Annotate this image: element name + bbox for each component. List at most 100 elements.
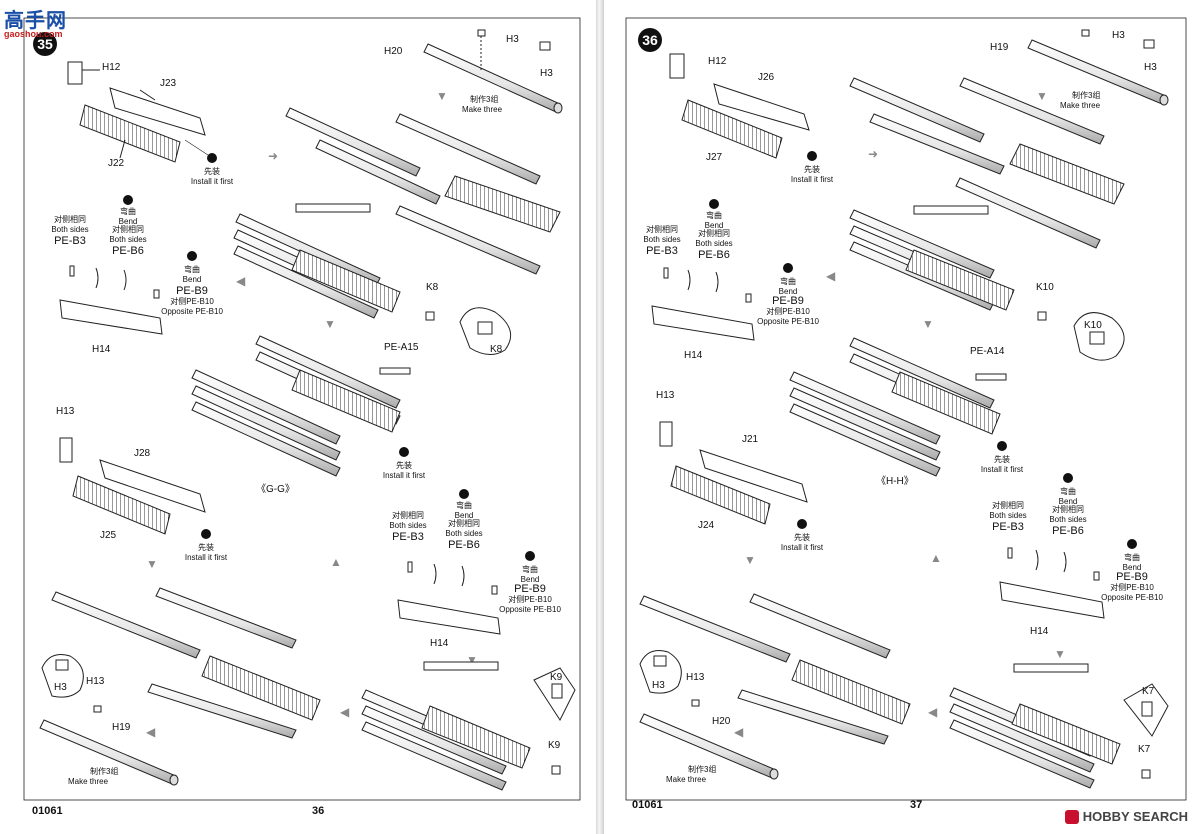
make-three-en-2: Make three [666, 775, 707, 784]
arrow-down-3: ▼ [146, 557, 158, 571]
label-pe-b9-2: PE-B9 [514, 583, 546, 595]
label-h3-c: H3 [54, 682, 67, 693]
page-number-right: 37 [910, 799, 922, 811]
install-first-icon-3 [201, 529, 211, 539]
both-en-3b: Both sides [445, 529, 482, 538]
barrel-h20 [423, 29, 563, 114]
install-en-2: Install it first [383, 471, 426, 480]
make-three-cn-2: 制作3组 [688, 764, 716, 774]
label-h3-a: H3 [1112, 30, 1125, 41]
label-j28: J28 [134, 448, 151, 459]
both-cn-1b: 对侧相同 [112, 224, 144, 234]
watermark-url: gaoshou.com [4, 29, 63, 39]
arrow-left-2: ◀ [340, 705, 350, 719]
label-k10-b: K10 [1084, 320, 1102, 331]
opp-en-1: Opposite PE-B10 [161, 307, 223, 316]
hobby-search-watermark: HOBBY SEARCH [1064, 809, 1188, 824]
both-en-3: Both sides [989, 511, 1026, 520]
label-h14-2: H14 [1030, 626, 1049, 637]
label-h3-a: H3 [506, 34, 519, 45]
arrow-left-1: ◀ [236, 274, 246, 288]
label-k7-b: K7 [1138, 744, 1151, 755]
label-h3-c: H3 [652, 680, 665, 691]
bend-en-1: Bend [705, 221, 724, 230]
make-three-cn-1: 制作3组 [470, 94, 498, 104]
both-en-3: Both sides [389, 521, 426, 530]
launcher-tube-assembly-bottom-center [51, 587, 321, 739]
section-label-left: 《G-G》 [256, 483, 295, 495]
callout-k7 [1123, 683, 1169, 737]
label-pe-b9-1: PE-B9 [176, 285, 208, 297]
label-h20: H20 [712, 716, 731, 727]
label-pe-b6-2: PE-B6 [448, 539, 480, 551]
both-en-1: Both sides [51, 225, 88, 234]
hobby-search-icon [1064, 809, 1079, 824]
install-en-3: Install it first [781, 543, 824, 552]
label-h13-2: H13 [86, 676, 105, 687]
opp-cn-2: 对侧PE-B10 [1110, 582, 1154, 592]
page-number-left: 36 [312, 805, 324, 817]
arrow-left-1: ◀ [826, 269, 836, 283]
hobby-search-text: HOBBY SEARCH [1082, 809, 1188, 824]
label-j25: J25 [100, 530, 117, 541]
callout-k9 [533, 667, 576, 722]
both-cn-3b: 对侧相同 [448, 518, 480, 528]
arrow-down-2: ▼ [324, 317, 336, 331]
arrow-right-1: ➜ [268, 149, 278, 163]
make-three-en-2: Make three [68, 777, 109, 786]
label-h13-2: H13 [686, 672, 705, 683]
label-pe-b6-1: PE-B6 [698, 249, 730, 261]
label-k8-b: K8 [490, 344, 503, 355]
make-three-cn-2: 制作3组 [90, 766, 118, 776]
arrow-down-1: ▼ [436, 89, 448, 103]
make-three-en-1: Make three [462, 105, 503, 114]
label-pe-b9-1: PE-B9 [772, 295, 804, 307]
install-en-1: Install it first [191, 177, 234, 186]
both-cn-1: 对侧相同 [54, 214, 86, 224]
label-j27: J27 [706, 152, 723, 163]
label-h14-1: H14 [92, 344, 111, 355]
bend-cn-2: 弯曲 [780, 276, 796, 286]
install-cn-2: 先装 [994, 454, 1010, 464]
opp-en-2: Opposite PE-B10 [1101, 593, 1163, 602]
label-h13-1: H13 [656, 390, 675, 401]
pe-notes-h14-top [59, 195, 197, 335]
bend-cn-3: 弯曲 [456, 500, 472, 510]
launcher-tube-assembly-lower [191, 335, 411, 477]
launcher-tube-assembly-upper [285, 107, 561, 275]
both-cn-3b: 对侧相同 [1052, 504, 1084, 514]
both-cn-1: 对侧相同 [646, 224, 678, 234]
both-cn-3: 对侧相同 [392, 510, 424, 520]
callout-k8 [459, 307, 512, 355]
step-badge: 36 [638, 28, 662, 52]
book-spine [596, 0, 604, 834]
arrow-up-1: ▲ [330, 555, 342, 569]
arrow-down-1: ▼ [1036, 89, 1048, 103]
both-en-3b: Both sides [1049, 515, 1086, 524]
arrow-down-2: ▼ [922, 317, 934, 331]
catalog-number-left: 01061 [32, 805, 63, 817]
bend-cn-4: 弯曲 [522, 564, 538, 574]
install-first-icon-2 [997, 441, 1007, 451]
both-cn-1b: 对侧相同 [698, 228, 730, 238]
pe-notes-h14-bottom [397, 489, 535, 635]
label-h13-1: H13 [56, 406, 75, 417]
step-badge: 35 [33, 32, 57, 56]
bend-en-1: Bend [119, 217, 138, 226]
launcher-tube-assembly-bottom-center [639, 593, 911, 745]
both-en-1b: Both sides [695, 239, 732, 248]
callout-k10 [1073, 312, 1125, 361]
section-label-right: 《H-H》 [876, 475, 914, 487]
make-three-cn-1: 制作3组 [1072, 90, 1100, 100]
page-frame [23, 17, 581, 801]
bend-cn-3: 弯曲 [1060, 486, 1076, 496]
label-pe-b3-2: PE-B3 [392, 531, 424, 543]
pe-notes-h14-bottom [999, 473, 1137, 619]
bend-cn-1: 弯曲 [120, 206, 136, 216]
launcher-tube-assembly-bottom-right [949, 663, 1151, 789]
callout-h3 [639, 650, 682, 694]
bend-en-3: Bend [1059, 497, 1078, 506]
arrow-down-4: ▼ [1054, 647, 1066, 661]
label-j26: J26 [758, 72, 775, 83]
arrow-left-2: ◀ [928, 705, 938, 719]
